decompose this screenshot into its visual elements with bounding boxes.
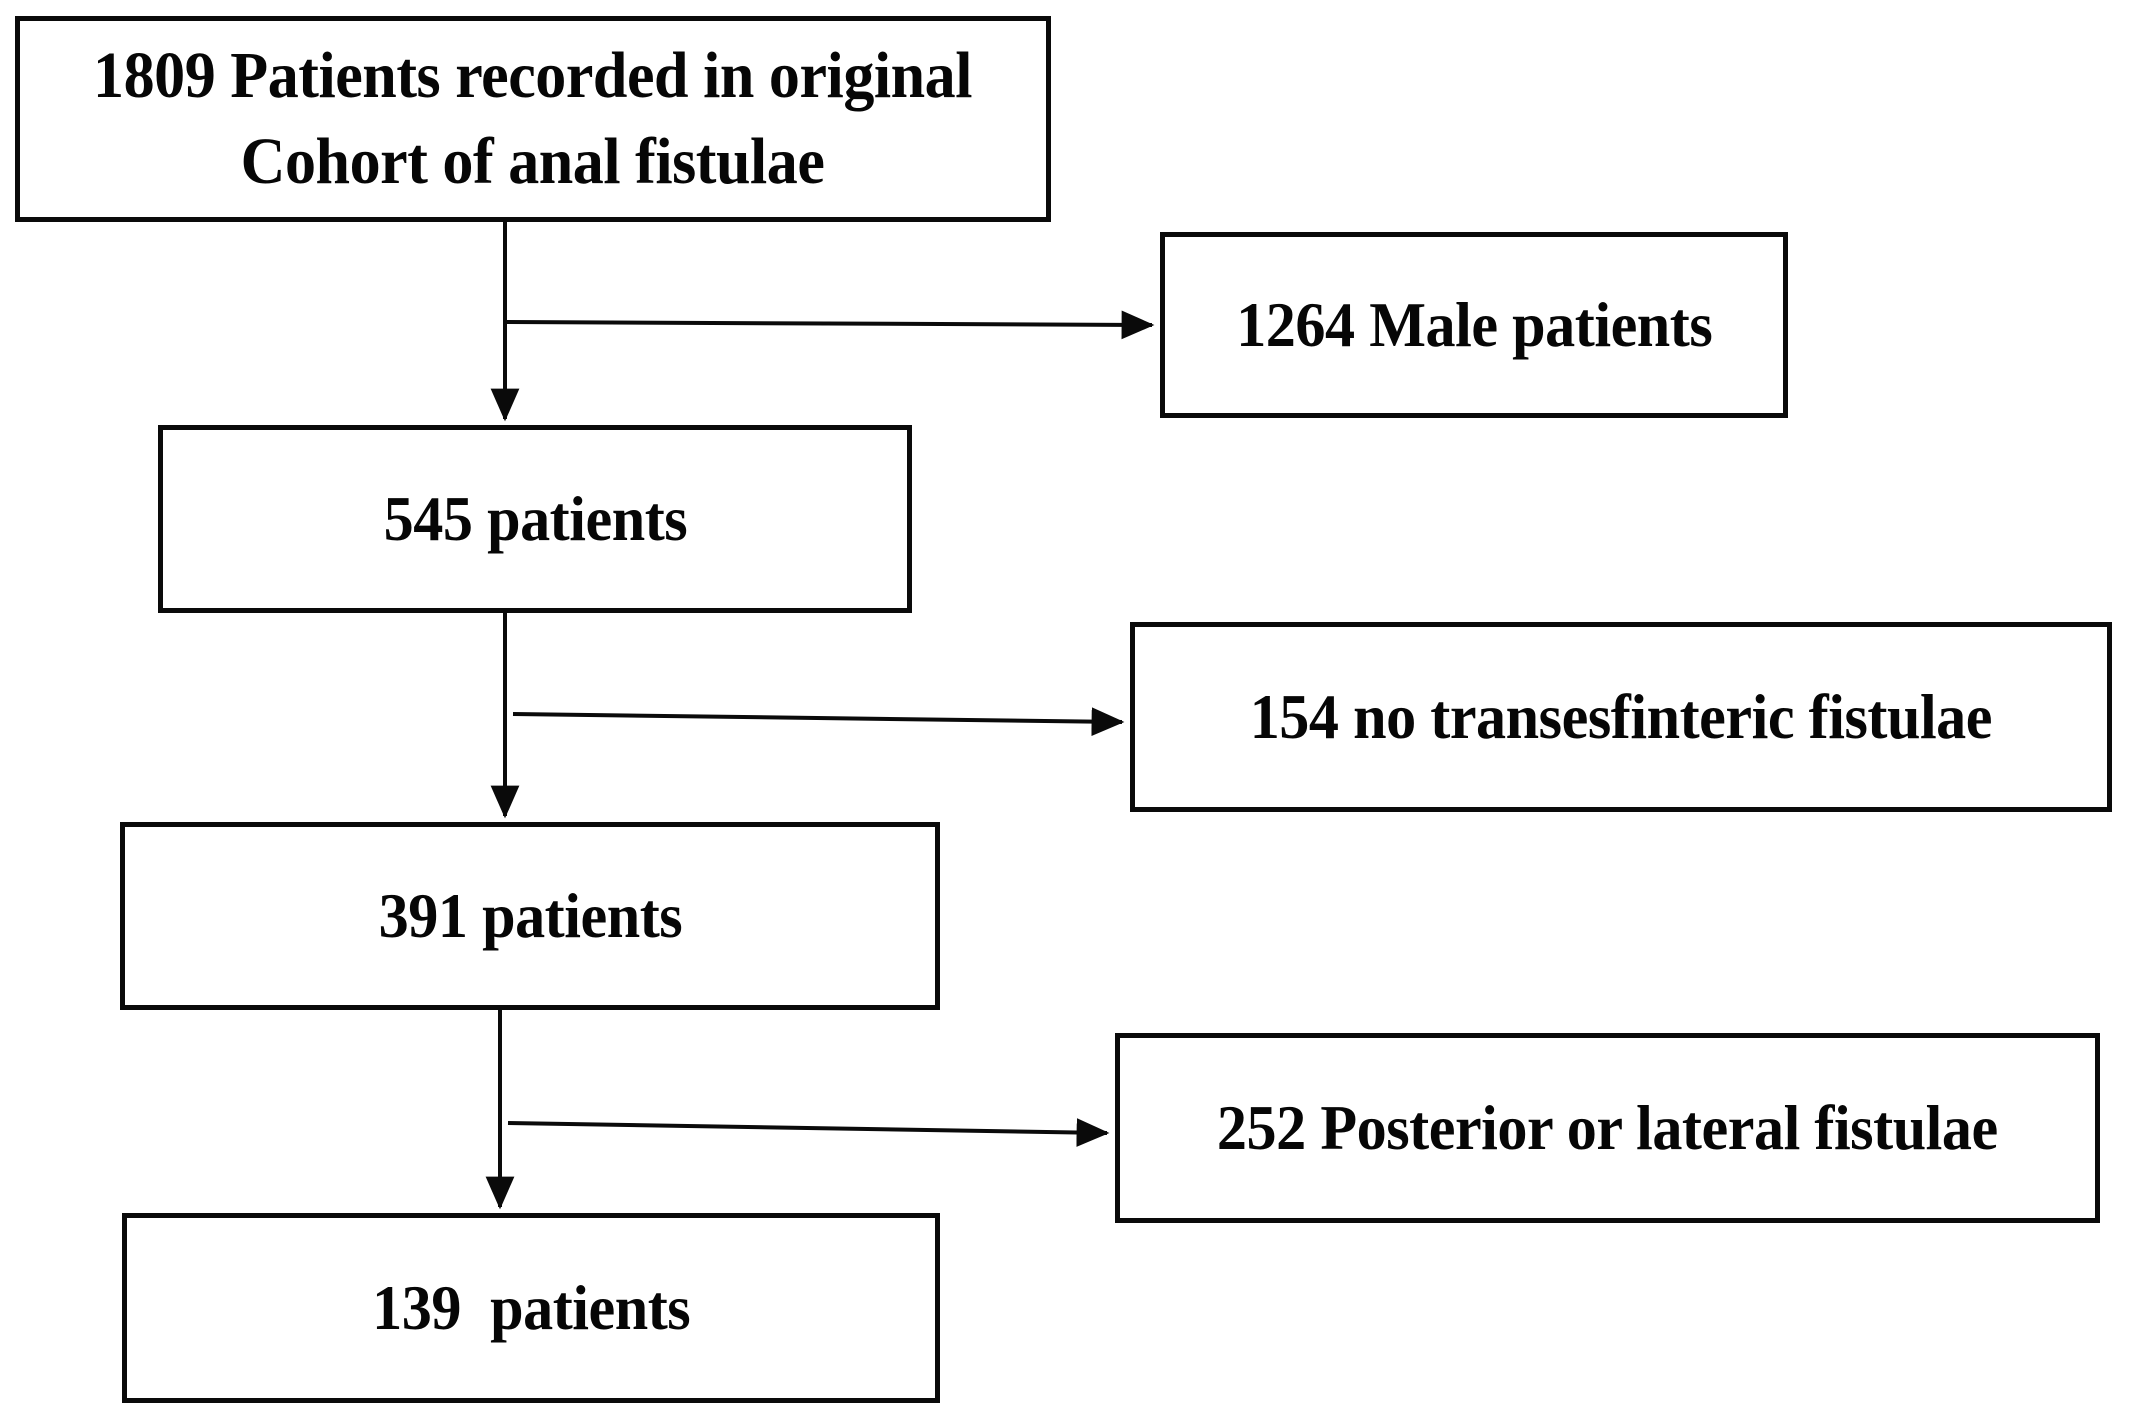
edge-source-to-male (504, 310, 1155, 340)
edge-391-to-252 (507, 1118, 1110, 1147)
node-source-cohort: 1809 Patients recorded in original Cohor… (15, 16, 1051, 222)
node-excluded-posterior-lateral: 252 Posterior or lateral fistulae (1115, 1033, 2100, 1223)
node-remaining-545: 545 patients (158, 425, 912, 613)
node-excluded-male: 1264 Male patients (1160, 232, 1788, 418)
edge-545-to-154 (512, 707, 1125, 736)
node-final-139-label: 139 patients (371, 1272, 691, 1344)
node-source-cohort-label: 1809 Patients recorded in original Cohor… (93, 39, 973, 198)
node-final-139: 139 patients (122, 1213, 940, 1403)
node-remaining-545-label: 545 patients (383, 483, 687, 555)
node-excluded-non-transsphincteric-label: 154 no transesfinteric fistulae (1249, 681, 1993, 753)
node-excluded-non-transsphincteric: 154 no transesfinteric fistulae (1130, 622, 2112, 812)
node-excluded-male-label: 1264 Male patients (1235, 289, 1713, 361)
node-remaining-391: 391 patients (120, 822, 940, 1010)
node-excluded-posterior-lateral-label: 252 Posterior or lateral fistulae (1217, 1092, 1998, 1164)
node-remaining-391-label: 391 patients (378, 880, 682, 952)
